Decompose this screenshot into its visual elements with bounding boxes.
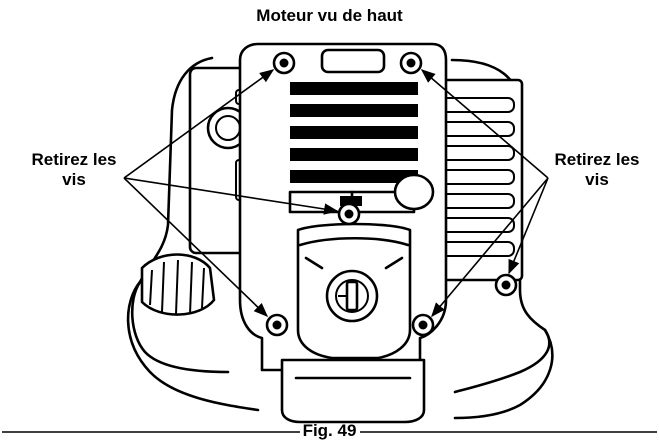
screw-top-right bbox=[399, 51, 423, 75]
diagram-title: Moteur vu de haut bbox=[256, 6, 403, 25]
starter-knob bbox=[325, 269, 379, 323]
screw-bottom-left bbox=[265, 313, 289, 337]
right-lower-housing bbox=[453, 328, 554, 420]
fuel-cap bbox=[140, 253, 216, 316]
right-arrows bbox=[420, 69, 549, 318]
screw-center bbox=[337, 202, 361, 226]
left-callout-label: Retirez les vis bbox=[31, 150, 117, 189]
figure-caption: Fig. 49 bbox=[302, 421, 357, 440]
screw-bottom-right bbox=[411, 313, 435, 337]
bottom-shroud bbox=[280, 358, 426, 424]
screw-side-right bbox=[494, 273, 518, 297]
screw-top-left bbox=[272, 51, 296, 75]
right-callout-label: Retirez les vis bbox=[554, 150, 640, 189]
left-arrows bbox=[123, 69, 339, 317]
vent-slots bbox=[290, 82, 418, 183]
left-lower-housing bbox=[126, 280, 260, 412]
round-knob bbox=[393, 173, 435, 211]
top-slot bbox=[320, 48, 386, 74]
